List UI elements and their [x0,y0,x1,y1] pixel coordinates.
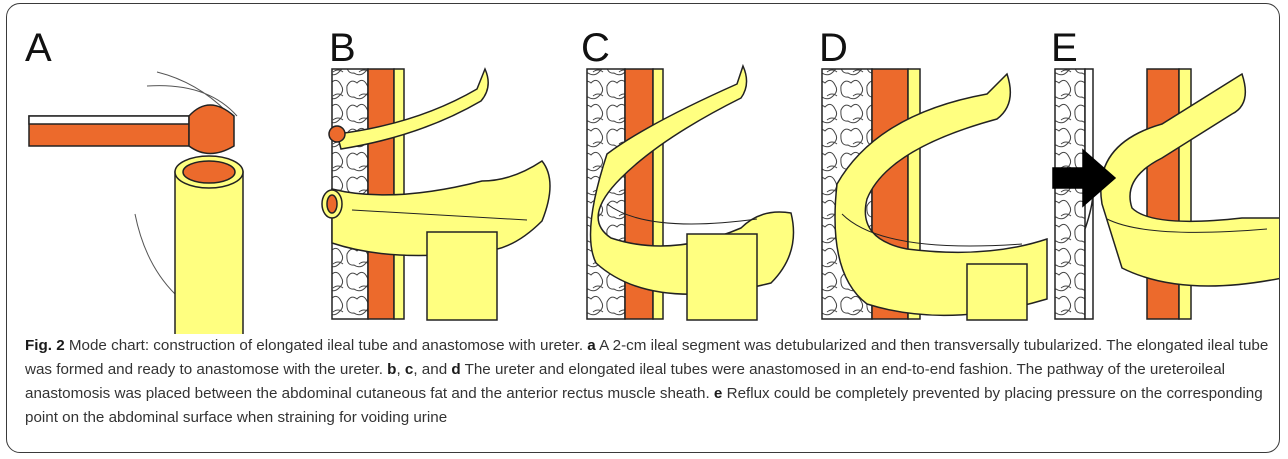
illustration: A B C D E [7,4,1280,334]
figure-frame: A B C D E [6,3,1280,453]
caption-label-a: a [587,337,595,354]
panel-letter-b: B [329,26,356,70]
caption-separator: , and [413,361,451,378]
panel-e-drawing [1053,69,1280,319]
caption-label-d: d [451,361,460,378]
panel-letter-a: A [25,26,52,70]
panel-d-drawing [822,69,1047,320]
panel-c-drawing [587,66,794,320]
panel-a-drawing [29,72,243,334]
panel-letter-d: D [819,26,848,70]
panel-b-drawing [322,69,550,320]
figure-label: Fig. 2 [25,337,65,354]
panel-letter-c: C [581,26,610,70]
caption-separator: , [396,361,404,378]
figure-caption: Fig. 2 Mode chart: construction of elong… [25,334,1275,430]
caption-text: Mode chart: construction of elongated il… [65,337,588,354]
panel-letter-e: E [1051,26,1078,70]
